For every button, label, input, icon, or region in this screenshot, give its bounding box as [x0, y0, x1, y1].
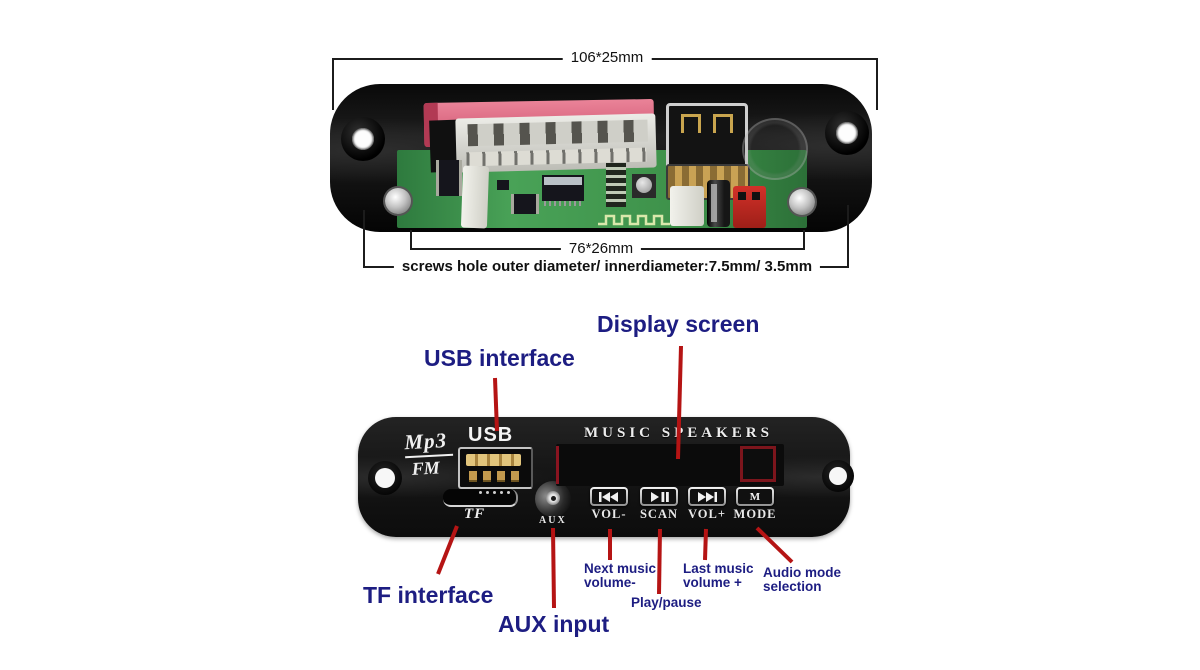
main-ic-marking — [544, 177, 582, 185]
callout-vol-plus-line2: volume + — [683, 575, 742, 590]
aux-jack-hole — [551, 496, 556, 501]
dim-tick-outer-left — [332, 58, 334, 110]
usb-pin — [483, 471, 491, 482]
callout-tf-interface: TF interface — [363, 582, 494, 608]
callout-vol-plus: Last music volume + — [683, 562, 754, 590]
panel-screw-hole-right — [829, 467, 847, 485]
mounting-screw-right — [789, 189, 815, 215]
usb-port-rear — [666, 103, 748, 169]
skip-back-icon — [599, 491, 618, 502]
scan-button-label: SCAN — [639, 507, 679, 521]
callout-audio-mode: Audio mode selection — [763, 566, 841, 594]
dim-tick-outer-right — [876, 58, 878, 110]
red-connector-pin2 — [752, 192, 760, 200]
vol-minus-button-face — [592, 489, 626, 504]
trimmer-cap — [636, 177, 652, 193]
jst-connector-left — [460, 165, 490, 229]
callout-audio-mode-line1: Audio mode — [763, 565, 841, 580]
callout-vol-plus-line1: Last music — [683, 561, 754, 576]
mode-icon: M — [738, 489, 772, 504]
display-red-frame — [740, 446, 776, 482]
capacitor — [707, 180, 730, 227]
display-red-edge — [556, 446, 559, 484]
vol-plus-button-label: VOL+ — [688, 507, 726, 521]
dim-tick-inner-left — [410, 230, 412, 250]
usb-pin — [469, 471, 477, 482]
antenna-trace — [598, 214, 670, 226]
logo-fm-text: FM — [411, 457, 441, 479]
sot-component — [497, 180, 509, 190]
vol-minus-button — [590, 487, 628, 506]
rear-screw-hole-right — [836, 122, 858, 144]
callout-usb-interface: USB interface — [424, 345, 575, 371]
scan-leader-line — [657, 528, 662, 595]
aux-jack-label: AUX — [539, 515, 567, 526]
usb-contact-left — [681, 114, 701, 133]
capacitor-stripe — [711, 184, 717, 222]
vol-plus-button — [688, 487, 726, 506]
soic-chip — [436, 160, 462, 196]
dim-tick-inner-right — [803, 230, 805, 250]
skip-forward-icon — [698, 491, 717, 502]
main-ic-pins — [544, 201, 582, 206]
mp3-fm-logo: Mp3 FM — [404, 428, 455, 480]
callout-play-pause: Play/pause — [631, 595, 702, 610]
rear-screw-hole-left — [352, 128, 374, 150]
logo-mp3-text: Mp3 — [403, 428, 448, 455]
callout-vol-minus-line1: Next music — [584, 561, 657, 576]
molded-emblem-circle — [742, 118, 808, 180]
callout-aux-input: AUX input — [498, 611, 610, 637]
screws-note: screws hole outer diameter/ innerdiamete… — [393, 258, 821, 275]
trimmer-button — [632, 174, 656, 198]
soic8-chip — [511, 194, 539, 214]
callout-vol-minus: Next music volume- — [584, 562, 656, 590]
main-ic-chip — [542, 175, 584, 206]
red-power-connector — [733, 186, 766, 228]
vol-minus-button-label: VOL- — [591, 507, 627, 521]
mounting-screw-left — [385, 188, 411, 214]
tf-slot-highlight-dots — [479, 491, 482, 494]
dim-board-outer: 106*25mm — [562, 49, 652, 66]
aux-leader-line — [551, 527, 556, 609]
red-connector-pin1 — [738, 192, 746, 200]
dim-board-inner: 76*26mm — [560, 240, 642, 257]
scan-button — [640, 487, 678, 506]
scan-button-face — [642, 489, 676, 504]
play-pause-icon — [651, 491, 669, 502]
screws-leader-right — [847, 205, 849, 268]
usb-port — [458, 447, 533, 489]
callout-vol-minus-line2: volume- — [584, 575, 636, 590]
screws-leader-left — [363, 210, 365, 268]
vol-plus-button-face — [690, 489, 724, 504]
usb-contact-right — [713, 114, 733, 133]
tf-card-slot — [443, 489, 518, 507]
mode-button-label: MODE — [733, 507, 777, 521]
usb-tongue — [466, 454, 521, 466]
usb-port-label: USB — [468, 424, 514, 446]
mode-button: M — [736, 487, 774, 506]
display-connector — [455, 113, 657, 173]
usb-pin — [511, 471, 519, 482]
callout-display-screen: Display screen — [597, 311, 760, 337]
display-connector-slots — [467, 119, 648, 147]
brand-text: MUSIC SPEAKERS — [584, 425, 773, 441]
panel-screw-hole-left — [375, 468, 395, 488]
usb-pin — [497, 471, 505, 482]
jst-connector-right — [670, 186, 704, 226]
resistor-array — [606, 163, 626, 207]
callout-audio-mode-line2: selection — [763, 579, 822, 594]
tf-slot-label: TF — [464, 506, 486, 522]
